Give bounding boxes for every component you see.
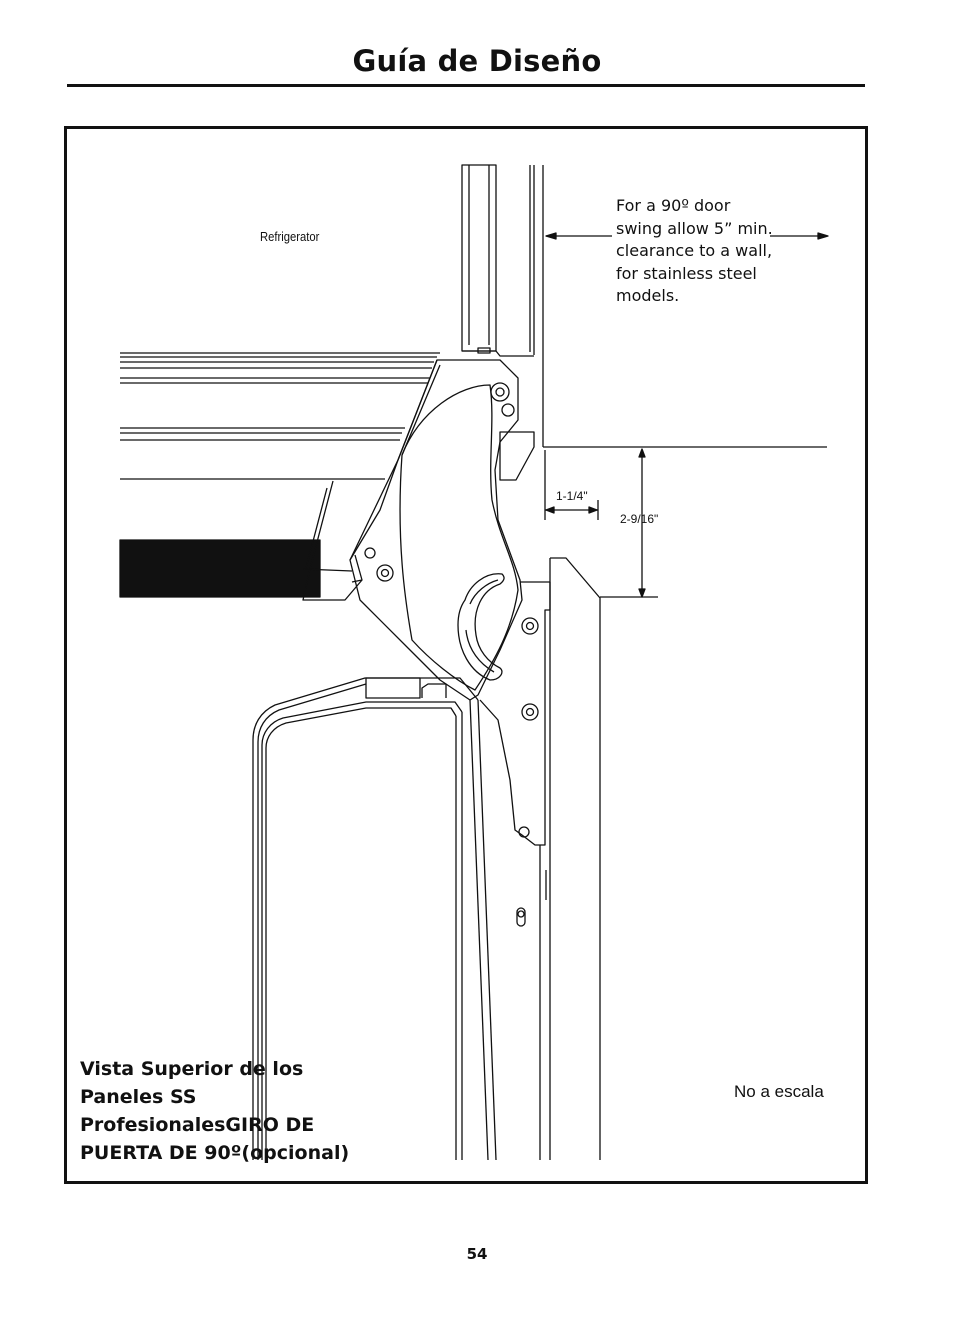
dishwasher-door — [479, 557, 601, 1160]
caption-line: ProfesionalesGIRO DE — [80, 1114, 315, 1136]
clearance-note-line: models. — [616, 286, 680, 305]
scale-note: No a escala — [734, 1082, 824, 1101]
stop-bracket — [499, 431, 535, 481]
diagram-frame — [64, 126, 868, 1184]
dimension-2-9-16 — [600, 448, 658, 598]
clearance-note: For a 90º door swing allow 5” min. clear… — [616, 195, 786, 308]
refrigerator-label: Refrigerator — [260, 230, 320, 244]
figure-caption: Vista Superior de los Paneles SS Profesi… — [80, 1055, 350, 1167]
clearance-note-line: For a 90º door — [616, 196, 731, 215]
dishwasher-tub — [252, 677, 497, 1161]
dimension-label-1: 1-1/4" — [556, 489, 588, 503]
clearance-note-line: swing allow 5” min. — [616, 218, 773, 238]
gasket-bar — [119, 539, 321, 598]
clearance-note-line: for stainless steel — [616, 263, 757, 283]
screw-holes — [364, 382, 539, 838]
door-panel-angled — [302, 480, 363, 601]
dimension-label-2: 2-9/16" — [620, 512, 659, 526]
title-divider — [67, 84, 865, 87]
refrigerator-door-lines — [120, 352, 440, 480]
dimension-1-1-4 — [544, 450, 599, 520]
page-number: 54 — [466, 1245, 488, 1263]
caption-line: Paneles SS — [80, 1086, 197, 1108]
clearance-dimension — [545, 232, 829, 240]
caption-line: Vista Superior de los — [80, 1058, 304, 1080]
hinge-body — [349, 359, 523, 701]
clearance-note-line: clearance to a wall, — [616, 241, 773, 260]
page-title: Guía de Diseño — [352, 44, 602, 78]
refrigerator-wall — [461, 164, 544, 447]
caption-line: PUERTA DE 90º(opcional) — [80, 1142, 350, 1164]
